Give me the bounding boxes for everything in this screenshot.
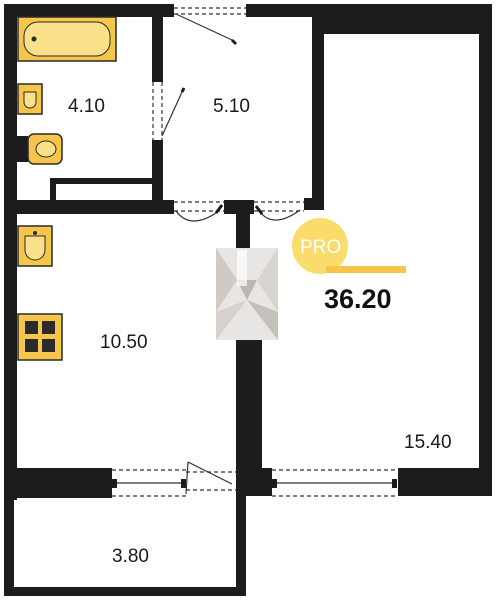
wall-mid-center [224, 200, 254, 214]
doors [152, 7, 304, 495]
wall-balcony-bottom [4, 587, 246, 596]
wall-mid-left [4, 200, 174, 214]
stove-icon [17, 313, 63, 361]
wall-bath-hall-bottom [152, 140, 163, 208]
walls [4, 4, 492, 596]
wall-bottom-left [4, 468, 112, 498]
windows [112, 469, 398, 497]
window-icon [112, 469, 186, 497]
room-area-living-room: 15.40 [404, 432, 452, 453]
wall-balcony-right [236, 494, 246, 596]
wall-bottom-right [398, 468, 492, 496]
wall-right [479, 4, 492, 496]
door-icon [254, 201, 304, 221]
wall-mid-right [304, 198, 324, 210]
wall-balcony-left [4, 494, 14, 596]
room-area-kitchen: 10.50 [100, 332, 148, 353]
pro-badge-text: PRO [300, 237, 341, 258]
door-icon [174, 7, 246, 46]
room-area-bathroom: 4.10 [68, 96, 105, 117]
toilet-icon [16, 133, 63, 165]
bath-counter [50, 178, 154, 184]
door-icon [185, 461, 236, 495]
wall-kitchen-living-lower [248, 296, 262, 496]
shaft-icon [216, 248, 278, 340]
pro-badge: PRO [292, 218, 348, 274]
wall-top-right [246, 4, 492, 17]
total-area: 36.20 [324, 284, 392, 314]
total-area-underline [326, 266, 406, 273]
wall-left [4, 4, 17, 500]
sink-icon [17, 83, 43, 115]
sink-icon [17, 225, 53, 267]
bath-counter-left [50, 178, 56, 204]
wall-living-left-upper [312, 16, 324, 203]
pro-badge-circle [292, 218, 348, 274]
door-icon [174, 201, 224, 222]
bathtub-icon [17, 16, 117, 62]
window-icon [272, 469, 398, 497]
wall-living-top [318, 16, 480, 34]
wall-bath-hall-top [152, 16, 163, 82]
room-area-hallway: 5.10 [213, 96, 250, 117]
door-icon [152, 82, 186, 140]
wall-bottom-mid [236, 468, 272, 496]
room-area-balcony: 3.80 [112, 546, 149, 567]
wall-top-left [4, 4, 174, 17]
